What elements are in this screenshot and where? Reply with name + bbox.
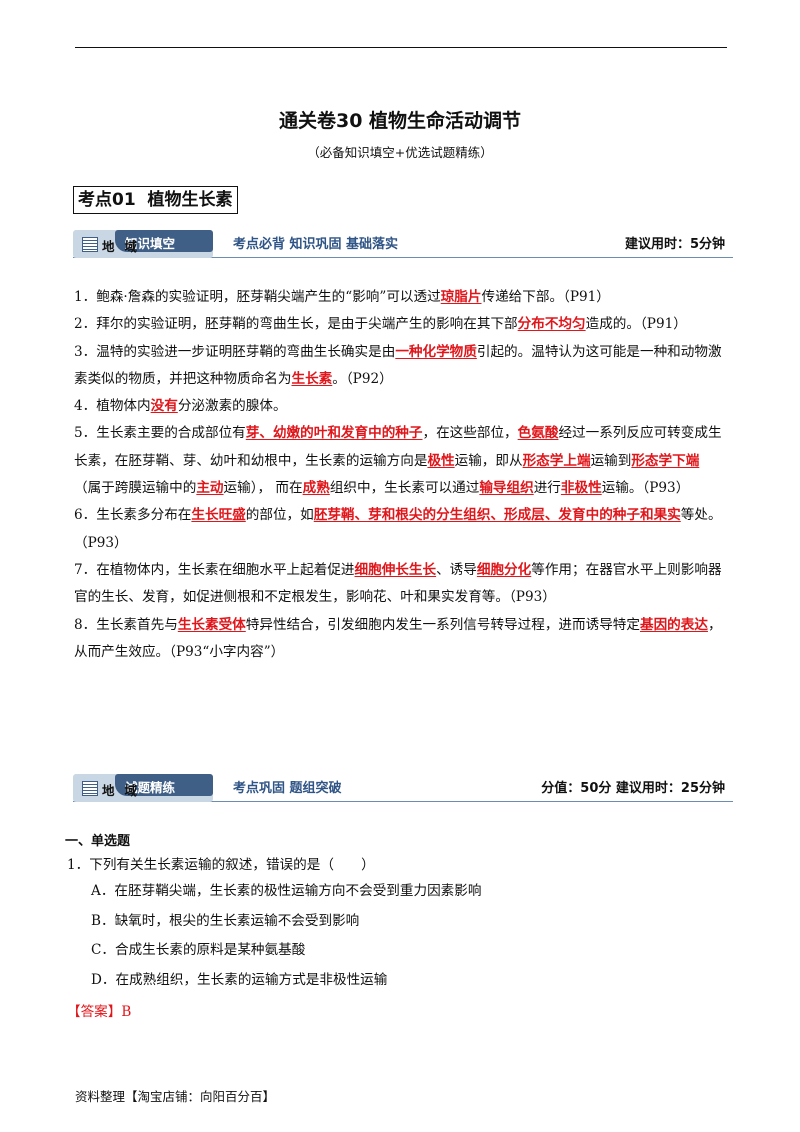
answer-blank: 细胞分化 bbox=[476, 561, 532, 578]
banner-rule bbox=[73, 257, 733, 258]
item-text: 的部位，如 bbox=[245, 507, 314, 524]
item-text: 引起的。温特认为这可能是一种和动物激素类似的物质，并把这种物质命名为 bbox=[74, 343, 722, 387]
answer-blank: 输导组织 bbox=[479, 480, 534, 497]
item-text: 分泌激素的腺体。 bbox=[177, 398, 287, 415]
option-a: A．在胚芽鞘尖端，生长素的极性运输方向不会受到重力因素影响 bbox=[91, 883, 482, 899]
option-b: B．缺氧时，根尖的生长素运输不会受到影响 bbox=[91, 912, 360, 929]
fill-in-item: 4．植物体内没有分泌激素的腺体。 bbox=[74, 393, 726, 420]
fill-in-item: 5．生长素主要的合成部位有芽、幼嫩的叶和发育中的种子，在这些部位，色氨酸经过一系… bbox=[74, 420, 726, 502]
item-text: 进行 bbox=[533, 480, 561, 497]
badge-label: 试题精练 bbox=[125, 780, 176, 795]
item-text: 7．在植物体内，生长素在细胞水平上起着促进 bbox=[74, 561, 355, 578]
item-text: 传递给下部。（P91） bbox=[481, 289, 610, 305]
footer-note: 资料整理【淘宝店铺：向阳百分百】 bbox=[75, 1089, 276, 1104]
item-text: 组织中，生长素可以通过 bbox=[329, 480, 480, 497]
knowledge-banner: 知识填空 地域 考点必背 知识巩固 基础落实 建议用时：5分钟 bbox=[73, 228, 733, 262]
top-rule bbox=[75, 47, 727, 48]
item-text: 2．拜尔的实验证明，胚芽鞘的弯曲生长，是由于尖端产生的影响在其下部 bbox=[74, 316, 518, 333]
book-icon bbox=[82, 781, 98, 796]
answer-blank: 细胞伸长生长 bbox=[354, 561, 437, 578]
banner-rule bbox=[73, 801, 733, 802]
badge-place: 地域 bbox=[102, 783, 148, 798]
answer-blank: 色氨酸 bbox=[517, 425, 559, 442]
banner-badge: 知识填空 地域 bbox=[73, 230, 213, 258]
item-text: 运输。（P93） bbox=[601, 480, 690, 497]
fill-in-item: 2．拜尔的实验证明，胚芽鞘的弯曲生长，是由于尖端产生的影响在其下部分布不均匀造成… bbox=[74, 311, 726, 338]
badge-tab bbox=[115, 774, 213, 796]
page-title: 通关卷30 植物生命活动调节 bbox=[278, 110, 522, 132]
answer-blank: 分布不均匀 bbox=[517, 316, 586, 333]
item-text: 运输）， 而在 bbox=[223, 480, 303, 497]
banner-time: 建议用时：5分钟 bbox=[624, 237, 725, 252]
item-text: 4．植物体内 bbox=[74, 398, 151, 415]
item-text: 3．温特的实验进一步证明胚芽鞘的弯曲生长确实是由 bbox=[74, 343, 396, 360]
item-text: 等作用；在器官水平上则影响器官的生长、发育，如促进侧根和不定根发生，影响花、叶和… bbox=[74, 561, 722, 606]
banner-tagline: 考点巩固 题组突破 bbox=[233, 781, 342, 796]
option-c: C．合成生长素的原料是某种氨基酸 bbox=[91, 942, 306, 958]
answer-blank: 琼脂片 bbox=[440, 289, 482, 305]
answer-blank: 生长素 bbox=[291, 370, 333, 387]
quiz-heading: 一、单选题 bbox=[65, 834, 131, 849]
section-number: 考点01 bbox=[78, 190, 136, 210]
question-text: 1．下列有关生长素运输的叙述，错误的是（ ） bbox=[67, 857, 375, 873]
item-text: ，从而产生效应。（P93“小字内容”） bbox=[74, 616, 722, 660]
answer-blank: 极性 bbox=[427, 452, 455, 469]
answer-blank: 没有 bbox=[150, 398, 178, 415]
answer-blank: 生长素受体 bbox=[177, 616, 246, 633]
practice-banner: 试题精练 地域 考点巩固 题组突破 分值：50分 建议用时：25分钟 bbox=[73, 772, 733, 806]
item-text: 。（P92） bbox=[332, 370, 393, 387]
answer-blank: 生长旺盛 bbox=[191, 507, 246, 524]
answer-blank: 形态学上端 bbox=[522, 452, 591, 469]
item-text: 造成的。（P91） bbox=[585, 316, 687, 333]
banner-score-time: 分值：50分 建议用时：25分钟 bbox=[541, 781, 725, 796]
item-text: 5．生长素主要的合成部位有 bbox=[74, 425, 246, 442]
section-title: 植物生长素 bbox=[147, 190, 233, 210]
item-text: 特异性结合，引发细胞内发生一系列信号转导过程，进而诱导特定 bbox=[245, 616, 640, 633]
item-text: ，在这些部位， bbox=[422, 425, 518, 442]
item-text: （属于跨膜运输中的 bbox=[74, 480, 197, 497]
item-text: 8．生长素首先与 bbox=[74, 616, 178, 633]
badge-label: 知识填空 bbox=[125, 236, 176, 251]
fill-in-item: 6．生长素多分布在生长旺盛的部位，如胚芽鞘、芽和根尖的分生组织、形成层、发育中的… bbox=[74, 502, 726, 557]
quiz-section: 一、单选题 1．下列有关生长素运输的叙述，错误的是（ ） A．在胚芽鞘尖端，生长… bbox=[65, 830, 725, 1023]
answer-blank: 基因的表达 bbox=[640, 616, 708, 633]
answer-blank: 形态学下端 bbox=[631, 452, 700, 469]
item-text: 经过一系列反应可转变成生长素，在胚芽鞘、芽、幼叶和幼根中，生长素的运输方向是 bbox=[74, 425, 722, 469]
item-text: 6．生长素多分布在 bbox=[74, 507, 192, 524]
fill-in-item: 1．鲍森·詹森的实验证明，胚芽鞘尖端产生的“影响”可以透过琼脂片传递给下部。（P… bbox=[74, 284, 726, 311]
answer-text: 【答案】B bbox=[67, 1004, 132, 1020]
fill-in-item: 7．在植物体内，生长素在细胞水平上起着促进细胞伸长生长、诱导细胞分化等作用；在器… bbox=[74, 557, 726, 612]
page-subtitle: （必备知识填空+优选试题精练） bbox=[307, 145, 493, 160]
item-text: 运输，即从 bbox=[454, 452, 523, 469]
banner-tagline: 考点必背 知识巩固 基础落实 bbox=[233, 237, 399, 252]
section-heading: 考点01 植物生长素 bbox=[73, 186, 238, 214]
answer-blank: 芽、幼嫩的叶和发育中的种子 bbox=[245, 425, 423, 442]
answer-blank: 主动 bbox=[196, 480, 224, 497]
item-text: 、诱导 bbox=[436, 561, 477, 578]
answer-blank: 成熟 bbox=[302, 480, 330, 497]
fill-in-item: 8．生长素首先与生长素受体特异性结合，引发细胞内发生一系列信号转导过程，进而诱导… bbox=[74, 612, 726, 667]
answer-blank: 胚芽鞘、芽和根尖的分生组织、形成层、发育中的种子和果实 bbox=[313, 507, 681, 524]
fill-in-items: 1．鲍森·詹森的实验证明，胚芽鞘尖端产生的“影响”可以透过琼脂片传递给下部。（P… bbox=[74, 284, 726, 666]
item-text: 等处。（P93） bbox=[74, 507, 722, 551]
badge-place: 地域 bbox=[102, 239, 148, 254]
banner-badge: 试题精练 地域 bbox=[73, 774, 213, 802]
badge-tab bbox=[115, 230, 213, 252]
answer-blank: 一种化学物质 bbox=[395, 343, 477, 360]
option-d: D．在成熟组织，生长素的运输方式是非极性运输 bbox=[91, 971, 388, 988]
fill-in-item: 3．温特的实验进一步证明胚芽鞘的弯曲生长确实是由一种化学物质引起的。温特认为这可… bbox=[74, 339, 726, 394]
item-text: 1．鲍森·詹森的实验证明，胚芽鞘尖端产生的“影响”可以透过 bbox=[74, 289, 441, 305]
answer-blank: 非极性 bbox=[560, 480, 602, 497]
item-text: 运输到 bbox=[590, 452, 632, 469]
book-icon bbox=[82, 237, 98, 252]
